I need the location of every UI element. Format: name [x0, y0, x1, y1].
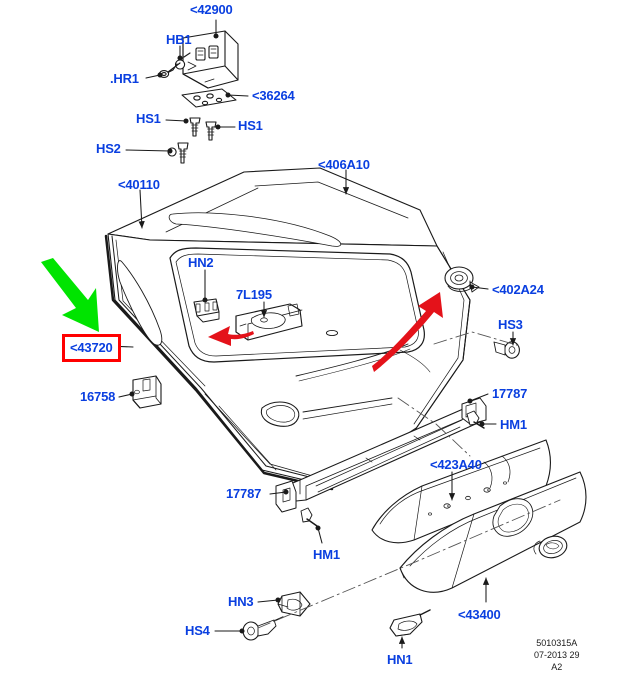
part-label-402a24[interactable]: <402A24	[492, 282, 544, 297]
part-label-43720-highlighted[interactable]: <43720	[62, 334, 121, 362]
part-hs2-bolt	[167, 142, 189, 164]
part-label-hm1-a[interactable]: HM1	[500, 417, 527, 432]
part-label-hs1-a[interactable]: HS1	[136, 111, 161, 126]
part-label-hm1-b[interactable]: HM1	[313, 547, 340, 562]
part-label-hs1-b[interactable]: HS1	[238, 118, 263, 133]
part-label-hn1[interactable]: HN1	[387, 652, 413, 667]
part-hm1-bolt-left	[300, 507, 318, 527]
part-label-42900[interactable]: <42900	[190, 2, 233, 17]
part-label-43400[interactable]: <43400	[458, 607, 501, 622]
part-42900-latch	[182, 30, 239, 89]
part-label-36264[interactable]: <36264	[252, 88, 295, 103]
part-label-hr1[interactable]: .HR1	[110, 71, 139, 86]
motion-arrow-red-left	[208, 326, 254, 346]
part-hn3-clip	[277, 591, 311, 617]
part-label-hs2[interactable]: HS2	[96, 141, 121, 156]
part-label-40110[interactable]: <40110	[118, 177, 160, 192]
part-423a40-applique	[371, 439, 552, 544]
part-16758-bracket	[132, 375, 162, 409]
footer-date-revision: 07-2013 29	[534, 650, 580, 661]
part-402a24-bushing	[444, 266, 480, 293]
part-label-hs4[interactable]: HS4	[185, 623, 210, 638]
part-label-406a10[interactable]: <406A10	[318, 157, 370, 172]
part-label-16758[interactable]: 16758	[80, 389, 116, 404]
part-7l195-latch	[235, 303, 303, 341]
footer-sheet-code: A2	[551, 662, 563, 673]
part-label-hn2[interactable]: HN2	[188, 255, 214, 270]
part-label-17787-a[interactable]: 17787	[492, 386, 528, 401]
leader-lines	[105, 19, 517, 649]
part-label-7l195[interactable]: 7L195	[236, 287, 272, 302]
motion-arrow-red-right	[372, 292, 443, 372]
attention-pointer-green-arrow	[41, 258, 99, 332]
part-hm1-bolt-right	[466, 410, 485, 429]
assembly-centerline	[257, 331, 561, 629]
part-40110-tailgate-panel	[104, 167, 471, 491]
part-hs3-screw	[493, 341, 520, 359]
part-hs4-rivet	[242, 616, 284, 641]
part-43400-finisher	[399, 471, 587, 593]
footer-drawing-number: 5010315A	[536, 638, 578, 648]
part-hs1-screw-left	[189, 117, 201, 137]
part-label-hn3[interactable]: HN3	[228, 594, 254, 609]
part-label-423a40[interactable]: <423A40	[430, 457, 482, 472]
part-label-hs3[interactable]: HS3	[498, 317, 523, 332]
part-label-hb1[interactable]: HB1	[166, 32, 192, 47]
diagram-footer: 5010315A 07-2013 29 A2	[534, 637, 580, 673]
part-hn1-rivet	[389, 609, 431, 637]
part-hs1-screw-right	[205, 121, 217, 141]
part-hn2-clip	[193, 298, 220, 323]
part-36264-plate	[181, 88, 237, 108]
part-label-17787-b[interactable]: 17787	[226, 486, 262, 501]
